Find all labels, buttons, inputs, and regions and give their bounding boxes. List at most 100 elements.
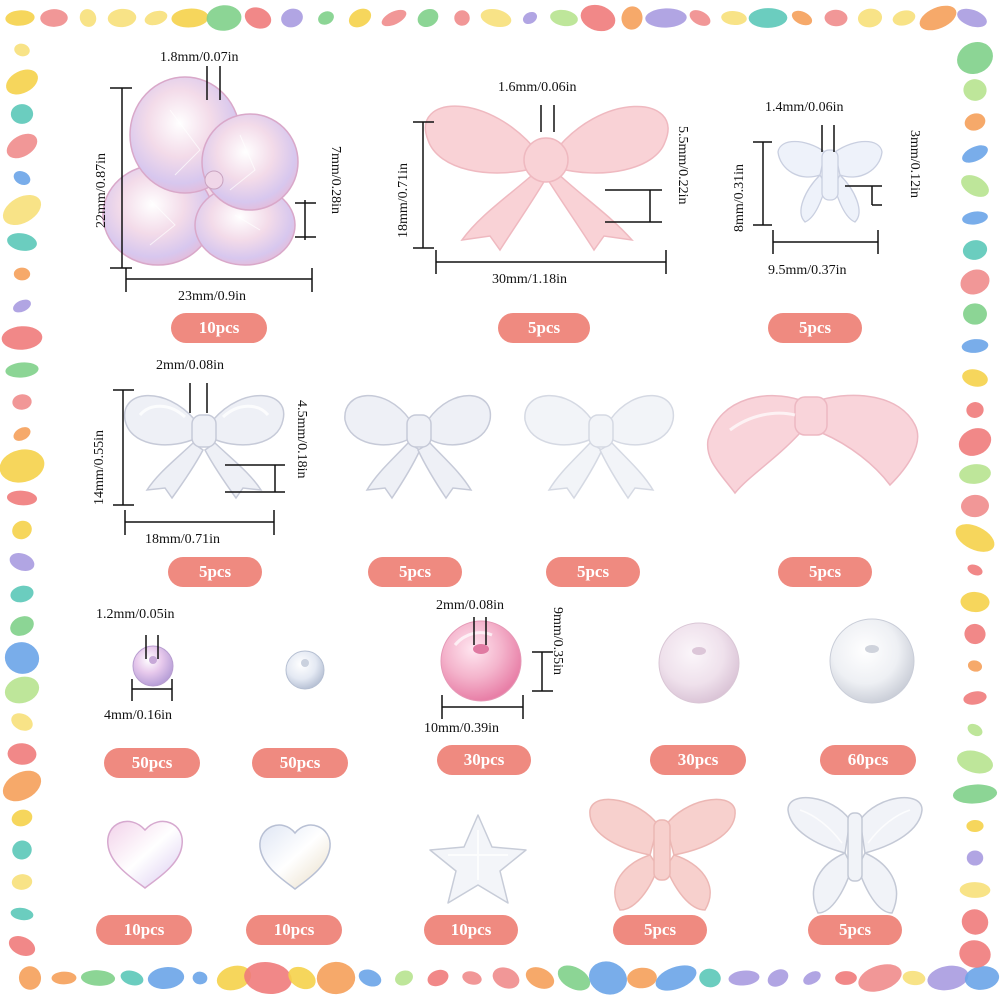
round-bead-icon	[132, 645, 174, 687]
confetti-dot	[966, 820, 984, 832]
confetti-dot	[51, 971, 77, 985]
flower-bead-icon	[102, 76, 299, 266]
item-clear-ab-round-bead-small: 50pcs	[240, 595, 380, 785]
clear-bow-dimension-lines	[113, 383, 285, 535]
confetti-dot	[962, 369, 988, 387]
confetti-dot	[627, 967, 657, 989]
confetti-dot	[13, 171, 31, 185]
pink-bow-icon	[424, 105, 669, 252]
item-clear-bow-1: 2mm/0.08in 14mm/0.55in 4.5mm/0.18in 18mm…	[0, 345, 330, 595]
confetti-dot	[964, 113, 986, 131]
star-bead-icon	[429, 814, 527, 904]
item-clear-ab-butterfly-bead: 5pcs	[760, 785, 940, 950]
confetti-dot	[962, 145, 988, 163]
dim-label: 22mm/0.87in	[94, 152, 109, 228]
confetti-dot	[480, 8, 512, 28]
round-bead-icon	[440, 620, 522, 702]
confetti-dot	[462, 971, 482, 985]
confetti-dot	[728, 970, 760, 986]
quantity-badge: 10pcs	[171, 313, 267, 343]
confetti-dot	[964, 623, 986, 645]
item-clear-butterfly-small: 1.4mm/0.06in 8mm/0.31in 3mm/0.12in 9.5mm…	[710, 0, 930, 345]
quantity-badge: 5pcs	[808, 915, 902, 945]
dim-label: 1.2mm/0.05in	[96, 607, 175, 622]
confetti-dot	[40, 9, 68, 27]
confetti-dot	[13, 299, 31, 313]
confetti-dot	[348, 8, 372, 28]
confetti-dot	[10, 104, 34, 124]
quantity-badge: 5pcs	[778, 557, 872, 587]
confetti-dot	[147, 967, 185, 989]
confetti-dot	[4, 676, 40, 704]
confetti-dot	[492, 967, 520, 989]
butterfly-icon	[787, 796, 923, 914]
heart-bead-icon	[107, 820, 183, 889]
confetti-dot	[10, 585, 34, 603]
item-pink-ribbon-bow: 5pcs	[690, 345, 940, 595]
confetti-dot	[767, 969, 789, 987]
quantity-badge: 10pcs	[246, 915, 342, 945]
item-clear-ab-heart-bead: 10pcs	[240, 785, 380, 950]
confetti-dot	[655, 965, 697, 991]
confetti-dot	[7, 233, 37, 251]
confetti-dot	[10, 907, 34, 921]
confetti-dot	[963, 79, 987, 101]
confetti-dot	[318, 11, 334, 25]
frosted-bow-icon	[524, 394, 674, 500]
quantity-badge: 10pcs	[96, 915, 192, 945]
dim-label: 23mm/0.9in	[178, 289, 247, 304]
quantity-badge: 10pcs	[424, 915, 518, 945]
item-pink-ab-round-bead-small: 1.2mm/0.05in 4mm/0.16in 50pcs	[90, 595, 240, 785]
confetti-dot	[395, 970, 413, 986]
confetti-dot	[7, 743, 37, 765]
confetti-dot	[6, 133, 38, 159]
confetti-dot	[963, 303, 987, 325]
confetti-dot	[961, 175, 989, 197]
confetti-dot	[11, 713, 33, 731]
confetti-dot	[961, 909, 989, 935]
round-bead-icon	[285, 650, 325, 690]
quantity-badge: 5pcs	[368, 557, 462, 587]
confetti-dot	[959, 882, 991, 898]
round-bead-dimension-lines	[441, 617, 553, 719]
confetti-dot	[962, 211, 988, 225]
quantity-badge: 5pcs	[546, 557, 640, 587]
item-clear-star-bead: 10pcs	[380, 785, 560, 950]
dim-label: 5.5mm/0.22in	[675, 126, 690, 205]
confetti-dot	[244, 961, 292, 995]
confetti-dot	[721, 10, 747, 26]
confetti-dot	[791, 10, 813, 26]
confetti-dot	[588, 961, 628, 995]
dim-label: 30mm/1.18in	[492, 272, 568, 287]
butterfly-icon	[589, 798, 736, 911]
dim-label: 9.5mm/0.37in	[768, 263, 847, 278]
confetti-dot	[957, 8, 987, 28]
confetti-dot	[358, 969, 382, 987]
confetti-dot	[107, 8, 137, 28]
confetti-dot	[919, 5, 957, 31]
quantity-badge: 50pcs	[104, 748, 200, 778]
confetti-dot	[281, 8, 303, 28]
confetti-dot	[8, 936, 36, 956]
confetti-dot	[967, 660, 983, 672]
confetti-dot	[4, 642, 40, 674]
confetti-dot	[6, 490, 38, 506]
confetti-dot	[0, 449, 45, 483]
item-frosted-bow: 5pcs	[510, 345, 690, 595]
dim-label: 1.8mm/0.07in	[160, 50, 239, 65]
confetti-dot	[12, 394, 32, 410]
confetti-dot	[902, 970, 926, 986]
confetti-dot	[960, 269, 990, 295]
confetti-dot	[1, 326, 43, 350]
quantity-badge: 50pcs	[252, 748, 348, 778]
confetti-dot	[12, 520, 32, 540]
confetti-dot	[962, 240, 988, 260]
confetti-dot	[79, 9, 97, 27]
confetti-dot	[14, 43, 30, 57]
dim-label: 9mm/0.35in	[550, 607, 565, 676]
dim-label: 10mm/0.39in	[424, 721, 500, 736]
confetti-dot	[192, 971, 208, 985]
confetti-dot	[10, 616, 34, 636]
confetti-dot	[803, 971, 821, 985]
